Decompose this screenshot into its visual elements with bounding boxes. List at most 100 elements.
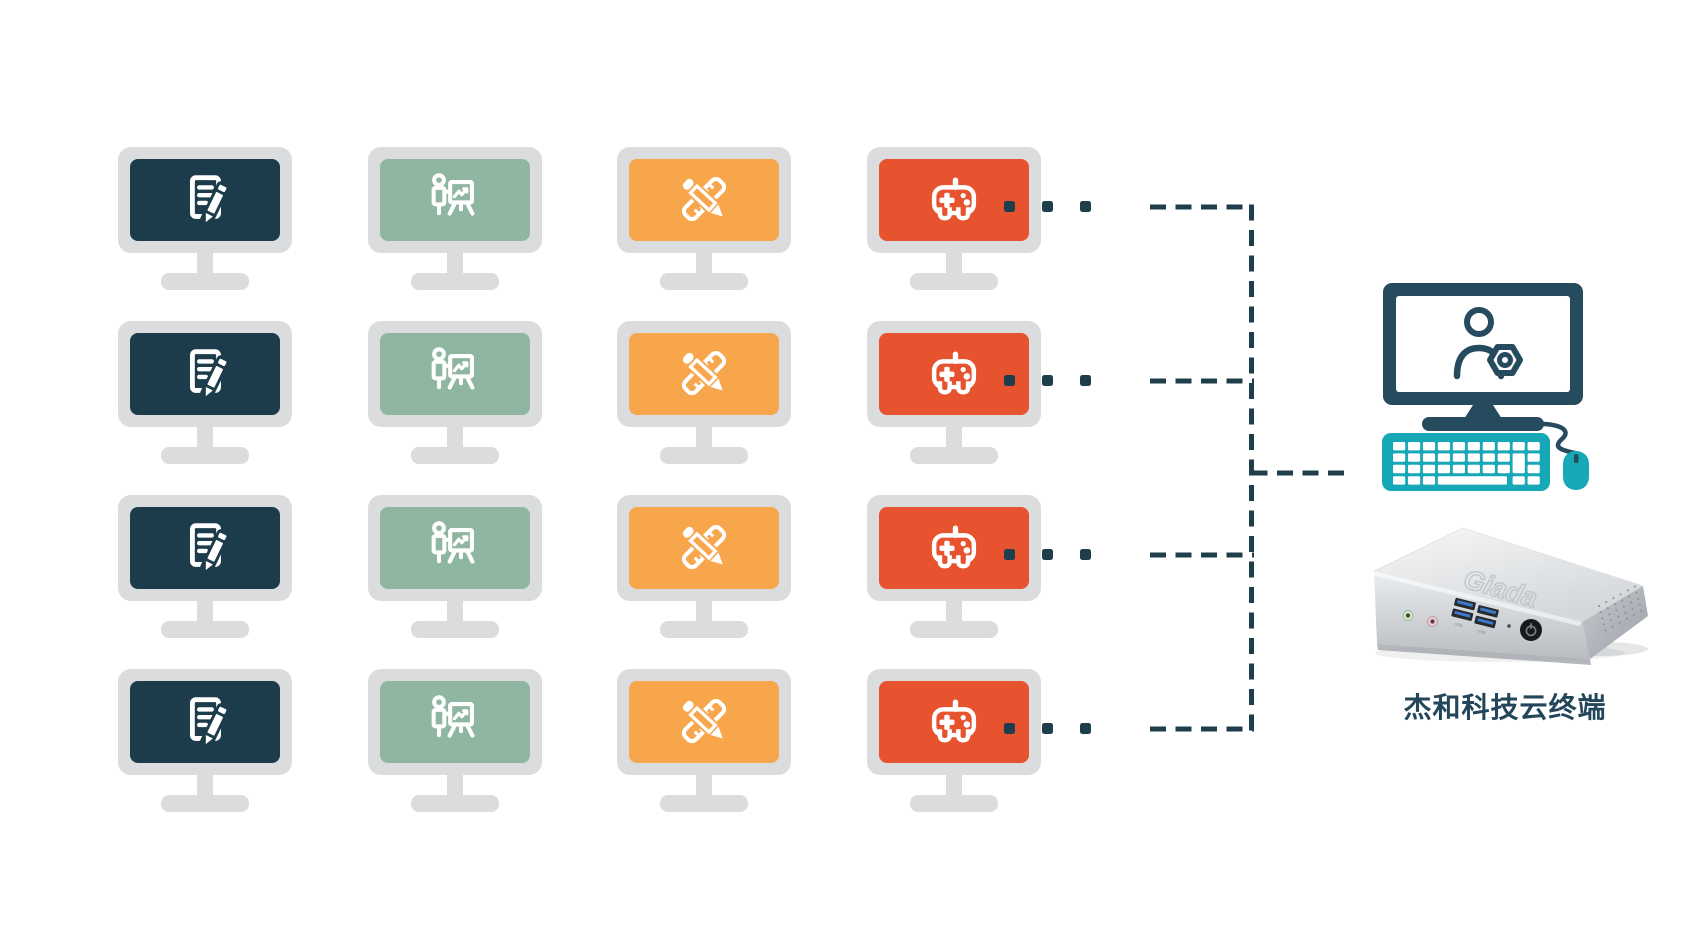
monitor-stand-base [910,447,998,464]
dot [1004,375,1015,386]
vent-hole [1599,611,1602,614]
device-edge-highlight [1374,571,1582,626]
keyboard-key [1467,442,1480,451]
keyboard-key [1393,442,1406,451]
admin-monitor-screen [1396,296,1570,392]
workstation-monitor-gaming [867,495,1041,641]
monitor-stand-base [660,795,748,812]
gamepad-icon [923,169,985,231]
vent-hole [1601,617,1604,620]
device-front [1374,571,1590,659]
vent-hole [1602,623,1605,626]
monitor-stand-base [660,273,748,290]
dot [1080,549,1091,560]
vent-hole [1625,617,1629,620]
monitor-stand-base [161,273,249,290]
vent-hole [1622,605,1625,608]
workstation-monitor-design-tools [617,321,791,467]
keyboard-key [1527,476,1540,485]
usb-ports-a: USB [1451,597,1476,628]
monitor-frame [867,669,1041,775]
monitor-stand-base [161,447,249,464]
device-bottom-edge [1377,644,1591,665]
monitor-frame [118,669,292,775]
mouse-cable [1541,421,1578,456]
monitor-frame [617,147,791,253]
document-edit-icon [174,691,236,753]
workstation-monitor-presentation [368,321,542,467]
monitor-frame [368,321,542,427]
ellipsis-icon [1004,375,1091,386]
monitor-screen [629,681,779,763]
admin-monitor-base [1422,417,1544,431]
device-shadow [1375,644,1625,662]
monitor-stand-base [411,447,499,464]
gamepad-icon [923,517,985,579]
vent-hole [1633,585,1637,588]
monitor-frame [617,669,791,775]
dot [1080,201,1091,212]
device-shadow [1552,642,1648,656]
keyboard-key [1467,464,1480,474]
keyboard-key [1512,442,1525,451]
monitor-frame [867,321,1041,427]
document-edit-icon [174,169,236,231]
vent-hole [1612,597,1615,600]
monitor-stand-base [411,795,499,812]
monitor-stand-neck [696,601,712,627]
keyboard-key [1497,442,1510,451]
workstation-monitor-gaming [867,147,1041,293]
keyboard-key [1393,453,1406,462]
ellipsis-icon [1004,723,1091,734]
dot [1042,201,1053,212]
gamepad-icon [923,343,985,405]
monitor-stand-base [161,621,249,638]
keyboard-key [1393,464,1406,474]
dot [1004,201,1015,212]
keyboard-key [1452,453,1465,462]
vent-hole [1609,619,1613,622]
monitor-screen [879,681,1029,763]
monitor-screen [629,507,779,589]
monitor-screen [130,507,280,589]
usb-label: USB [1454,621,1464,628]
keyboard-key [1422,453,1436,462]
device-side [1582,586,1648,659]
presentation-chart-icon [424,691,486,753]
monitor-screen [879,333,1029,415]
vent-hole [1638,603,1641,606]
usb-label: USB [1477,628,1487,635]
giada-logo: Giada [1460,564,1540,614]
presentation-chart-icon [424,517,486,579]
keyboard-key [1422,442,1436,451]
vent-hole [1631,607,1634,610]
vent-hole [1597,604,1601,608]
workstation-monitor-document-editing [118,495,292,641]
vent-hole [1635,591,1638,594]
monitor-stand-base [411,273,499,290]
monitor-stand-base [660,447,748,464]
keyboard-key [1407,476,1421,485]
admin-monitor-neck [1464,405,1502,419]
monitor-screen [629,159,779,241]
device-vents [1597,585,1643,632]
monitor-stand-neck [447,253,463,279]
document-edit-icon [174,517,236,579]
monitor-stand-base [910,273,998,290]
gamepad-icon [923,691,985,753]
workstation-monitor-design-tools [617,669,791,815]
keyboard-key [1512,453,1525,474]
workstation-monitor-gaming [867,669,1041,815]
monitor-stand-neck [197,427,213,453]
monitor-frame [617,495,791,601]
monitor-frame [368,669,542,775]
keyboard-key [1422,476,1436,485]
vent-hole [1624,611,1627,614]
ruler-pencil-icon [673,691,735,753]
keyboard-key [1527,464,1540,474]
vent-hole [1605,601,1608,604]
